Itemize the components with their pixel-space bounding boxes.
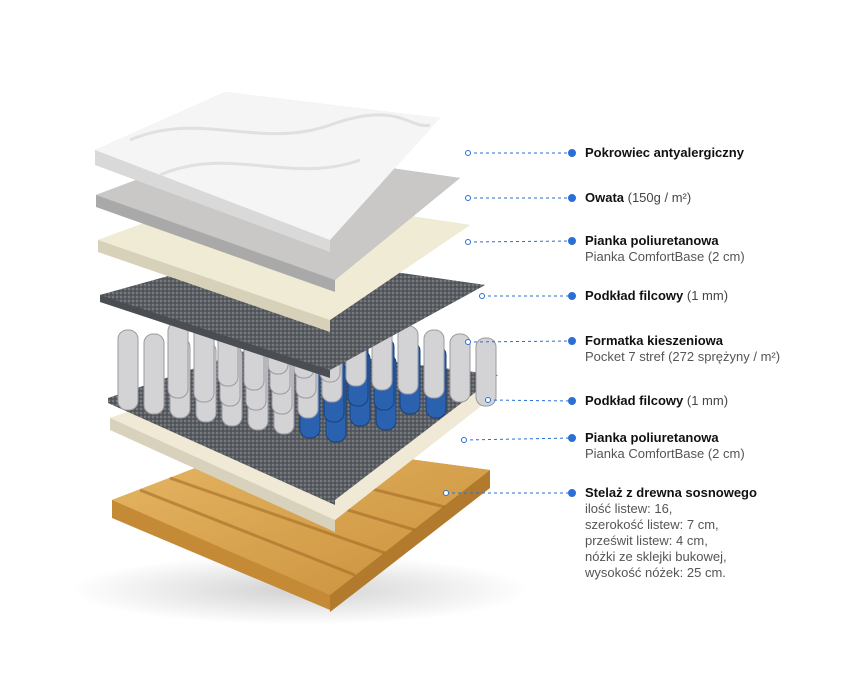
spring	[449, 333, 471, 403]
layer-detail: (1 mm)	[683, 393, 729, 408]
spring	[397, 325, 419, 395]
spring	[143, 333, 165, 415]
layer-spec-line: nóżki ze sklejki bukowej,	[585, 549, 727, 564]
leader-dot	[461, 437, 467, 443]
layer-pocket-springs	[117, 305, 497, 443]
layer-title: Podkład filcowy	[585, 288, 684, 303]
leader-line	[467, 240, 573, 243]
layer-title: Podkład filcowy	[585, 393, 684, 408]
spring	[117, 329, 139, 411]
leader-line	[487, 399, 573, 402]
layer-title: Pianka poliuretanowa	[585, 233, 719, 248]
leader-dot	[479, 293, 485, 299]
leader-dot	[485, 397, 491, 403]
layer-title: Owata	[585, 190, 625, 205]
leader-dot	[568, 397, 576, 405]
leader-dot	[465, 195, 471, 201]
layer-label: Owata (150g / m²)	[585, 190, 691, 206]
spring	[167, 321, 189, 399]
layer-detail: (1 mm)	[683, 288, 729, 303]
layer-cover	[95, 92, 440, 252]
leader-dot	[465, 150, 471, 156]
leader-lines	[443, 149, 576, 497]
layer-title: Pokrowiec antyalergiczny	[585, 145, 744, 160]
layer-spec-line: Pianka ComfortBase (2 cm)	[585, 249, 745, 264]
leader-dot	[568, 292, 576, 300]
leader-line	[463, 437, 573, 441]
layer-spec-line: wysokość nóżek: 25 cm.	[585, 565, 726, 580]
leader-dot	[568, 237, 576, 245]
layer-spec-line: ilość listew: 16,	[585, 501, 673, 516]
layer-label: Pokrowiec antyalergiczny	[585, 145, 744, 161]
leader-dot	[443, 490, 449, 496]
layer-title: Pianka poliuretanowa	[585, 430, 719, 445]
layer-spec-line: prześwit listew: 4 cm,	[585, 533, 708, 548]
layer-wood-frame	[112, 440, 490, 612]
layer-title: Formatka kieszeniowa	[585, 333, 723, 348]
layer-spec-line: Pocket 7 stref (272 sprężyny / m²)	[585, 349, 781, 364]
layer-detail: (150g / m²)	[624, 190, 692, 205]
layer-title: Stelaż z drewna sosnowego	[585, 485, 757, 500]
leader-dot	[465, 239, 471, 245]
layer-spec-line: Pianka ComfortBase (2 cm)	[585, 446, 745, 461]
leader-dot	[568, 194, 576, 202]
spring	[423, 329, 445, 399]
leader-line	[467, 340, 573, 343]
leader-dot	[465, 339, 471, 345]
leader-dot	[568, 337, 576, 345]
layer-label: Podkład filcowy (1 mm)	[585, 393, 728, 409]
layer-spec-line: szerokość listew: 7 cm,	[585, 517, 719, 532]
leader-dot	[568, 149, 576, 157]
layer-label: Podkład filcowy (1 mm)	[585, 288, 728, 304]
leader-dot	[568, 489, 576, 497]
leader-dot	[568, 434, 576, 442]
spring	[475, 337, 497, 407]
